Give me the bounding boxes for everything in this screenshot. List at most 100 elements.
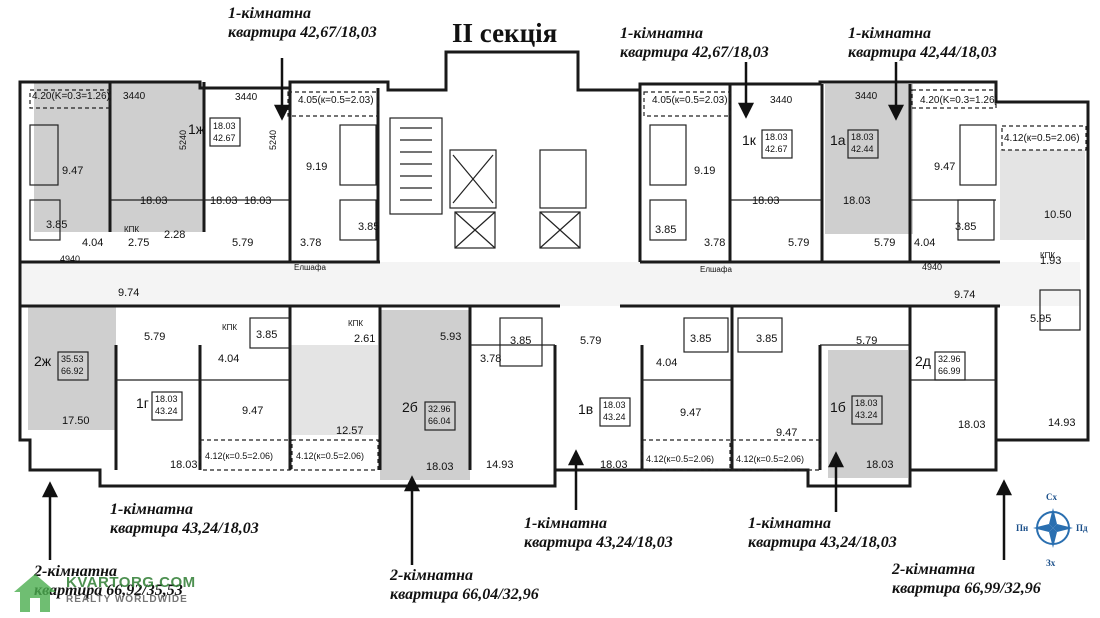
apartment-area: квартира 43,24/18,03: [110, 520, 259, 537]
apt-code: 2д: [915, 353, 931, 369]
room-area: 4.04: [656, 357, 677, 369]
room-area: Елшафа: [700, 265, 732, 274]
arrows: [41, 58, 1013, 565]
room-area: 18.03: [140, 195, 168, 207]
room-area: 9.47: [62, 165, 83, 177]
apartment-area: квартира 42,67/18,03: [228, 24, 377, 41]
room-area: 18.03: [210, 195, 238, 207]
room-area: 4.04: [82, 237, 103, 249]
room-area: 5.95: [1030, 313, 1051, 325]
room-area: 5.79: [874, 237, 895, 249]
apartment-label: 1-кімнатна квартира 42,67/18,03: [620, 24, 769, 62]
room-area: 9.47: [242, 405, 263, 417]
room-area: 3.78: [480, 353, 501, 365]
apartment-area: квартира 66,04/32,96: [390, 586, 539, 603]
room-area: 3.78: [704, 237, 725, 249]
room-area: 5.79: [232, 237, 253, 249]
dim-label: 4.12(к=0.5=2.06): [1004, 133, 1080, 144]
dim-label: 4.20(K=0.3=1.26): [32, 91, 110, 102]
room-area: 12.57: [336, 425, 364, 437]
compass-n: Сх: [1046, 492, 1057, 502]
dim-label: 3440: [770, 95, 793, 106]
room-area: 3.85: [46, 219, 67, 231]
room-area: КПК: [124, 225, 139, 234]
apartment-type: 1-кімнатна: [110, 501, 194, 518]
compass-w: Пн: [1016, 523, 1028, 533]
apt-area: 66.99: [938, 366, 961, 376]
apt-code: 2ж: [34, 353, 52, 369]
apt-code: 1а: [830, 132, 846, 148]
apartment-label: 1-кімнатна квартира 42,44/18,03: [848, 24, 997, 62]
watermark-line2: REALTY WORLDWIDE: [66, 594, 188, 605]
house-logo-icon: [14, 574, 56, 612]
dim-label: 4940: [922, 262, 942, 272]
apartment-type: 1-кімнатна: [748, 515, 832, 532]
apartment-area: квартира 42,67/18,03: [620, 44, 769, 61]
apartment-type: 1-кімнатна: [524, 515, 608, 532]
room-area: 3.85: [655, 224, 676, 236]
plan-labels: 4.20(K=0.3=1.26) 3440 3440 4.05(к=0.5=2.…: [32, 91, 1080, 473]
room-area: 9.74: [954, 289, 975, 301]
apartment-type: 1-кімнатна: [620, 25, 704, 42]
room-area: 14.93: [486, 459, 514, 471]
room-area: 3.78: [300, 237, 321, 249]
apartment-label: 1-кімнатна квартира 43,24/18,03: [524, 514, 673, 552]
apt-area: 18.03: [855, 398, 878, 408]
room-area: 3.85: [256, 329, 277, 341]
room-area: 18.03: [866, 459, 894, 471]
apt-area: 66.92: [61, 366, 84, 376]
room-area: Елшафа: [294, 263, 326, 272]
room-area: 5.79: [856, 335, 877, 347]
room-area: 4.04: [218, 353, 239, 365]
dim-label: 4.12(к=0.5=2.06): [296, 451, 364, 461]
dim-label: 5240: [178, 130, 188, 150]
apt-area: 43.24: [603, 412, 626, 422]
room-area: 9.47: [776, 427, 797, 439]
room-area: 9.74: [118, 287, 139, 299]
watermark: KVARTORG.COM REALTY WORLDWIDE: [8, 570, 208, 614]
room-area: 18.03: [244, 195, 272, 207]
dim-label: 4.20(K=0.3=1.26): [920, 95, 998, 106]
apartment-area: квартира 43,24/18,03: [524, 534, 673, 551]
walls: [18, 50, 1090, 488]
apartment-area: квартира 42,44/18,03: [848, 44, 997, 61]
apt-area: 42.67: [213, 133, 236, 143]
room-area: 2.61: [354, 333, 375, 345]
apartment-type: 1-кімнатна: [848, 25, 932, 42]
dim-label: 4.12(к=0.5=2.06): [205, 451, 273, 461]
apartment-type: 2-кімнатна: [390, 567, 474, 584]
apt-area: 66.04: [428, 416, 451, 426]
apt-code: 1в: [578, 401, 593, 417]
apt-area: 42.44: [851, 144, 874, 154]
room-area: 3.85: [955, 221, 976, 233]
apt-area: 32.96: [938, 354, 961, 364]
apartment-area: квартира 66,99/32,96: [892, 580, 1041, 597]
apartment-type: 2-кімнатна: [34, 563, 118, 580]
room-area: 18.03: [752, 195, 780, 207]
dim-label: 4.05(к=0.5=2.03): [652, 95, 728, 106]
watermark-line1: KVARTORG.COM: [66, 574, 196, 591]
section-title: ІІ секція: [452, 18, 558, 48]
apartment-type: 2-кімнатна: [892, 561, 976, 578]
apt-area: 18.03: [765, 132, 788, 142]
room-area: 18.03: [170, 459, 198, 471]
apt-area: 18.03: [155, 394, 178, 404]
room-area: КПК: [1040, 251, 1055, 260]
room-area: КПК: [222, 323, 237, 332]
room-area: 18.03: [843, 195, 871, 207]
room-area: КПК: [348, 319, 363, 328]
apt-code: 2б: [402, 399, 418, 415]
apt-area: 18.03: [603, 400, 626, 410]
compass-e: Пд: [1076, 523, 1088, 533]
apartment-label: 2-кімнатна квартира 66,92/35,53: [34, 562, 183, 600]
room-area: 3.85: [510, 335, 531, 347]
room-area: 14.93: [1048, 417, 1076, 429]
room-area: 5.79: [788, 237, 809, 249]
room-area: 5.79: [580, 335, 601, 347]
dim-label: 4.12(к=0.5=2.06): [646, 454, 714, 464]
dim-label: 4940: [60, 254, 80, 264]
room-area: 10.50: [1044, 209, 1072, 221]
apartment-label: 1-кімнатна квартира 42,67/18,03: [228, 4, 377, 42]
apt-area: 43.24: [155, 406, 178, 416]
